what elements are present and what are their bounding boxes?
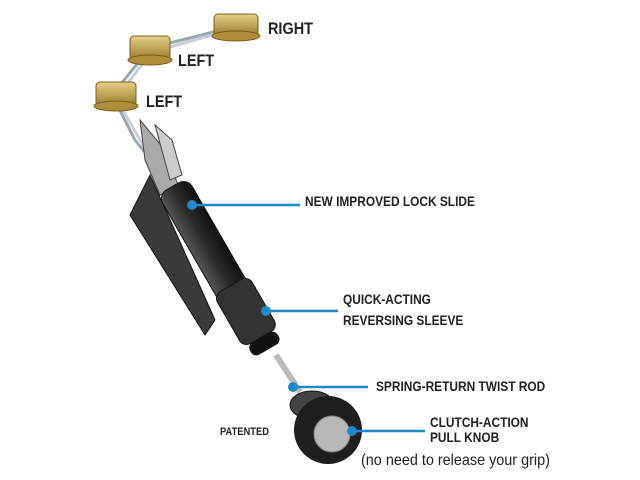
callout-lines: [192, 203, 425, 433]
nut-left-upper: [127, 35, 173, 66]
callout-twist-rod: SPRING-RETURN TWIST ROD: [376, 378, 546, 394]
nut-right: [211, 13, 261, 42]
callout-sleeve-line1: QUICK-ACTING: [343, 291, 431, 307]
callout-dots: [187, 200, 357, 436]
label-left-lower: LEFT: [146, 92, 183, 111]
callout-sleeve-line2: REVERSING SLEEVE: [343, 312, 464, 328]
handle-frame: [129, 173, 216, 336]
label-right: RIGHT: [268, 19, 313, 38]
callout-lock-slide: NEW IMPROVED LOCK SLIDE: [305, 193, 475, 209]
callout-knob-note: (no need to release your grip): [361, 452, 550, 469]
callout-knob-line2: PULL KNOB: [430, 429, 500, 445]
tool-body: [160, 181, 280, 356]
label-left-upper: LEFT: [178, 51, 215, 70]
callout-knob-line1: CLUTCH-ACTION: [430, 414, 529, 430]
patented-label: PATENTED: [220, 426, 270, 438]
pull-knob: [289, 390, 362, 464]
nut-left-lower: [93, 81, 139, 112]
